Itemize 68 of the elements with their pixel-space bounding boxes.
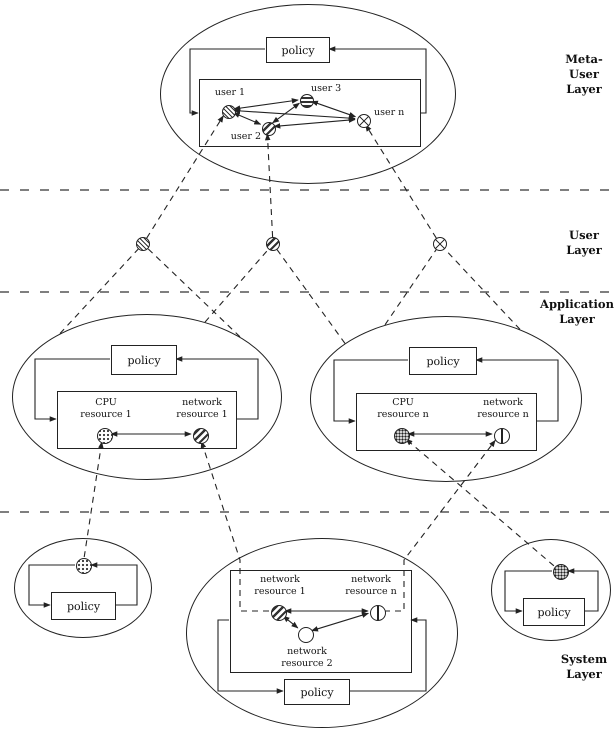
policy-box: policy — [523, 598, 585, 626]
component-panel — [199, 79, 421, 147]
dashed-arrow — [146, 115, 224, 238]
arrow — [90, 562, 138, 606]
arrow — [272, 102, 300, 124]
layer-label: System Layer — [560, 652, 608, 682]
circle-label: user 1 — [214, 87, 246, 99]
circle-label: user 2 — [230, 131, 261, 143]
policy-box: policy — [266, 37, 330, 63]
policy-box: policy — [111, 345, 177, 375]
circle-label: user n — [374, 107, 406, 119]
entity-circle — [136, 237, 150, 251]
arrow — [110, 431, 192, 437]
arrow — [407, 431, 493, 437]
dashed-arrow — [406, 438, 554, 566]
dashed-line — [276, 249, 346, 344]
entity-circle — [266, 237, 280, 251]
policy-box: policy — [284, 679, 350, 705]
container-ellipse — [491, 539, 611, 641]
container-ellipse — [186, 538, 458, 728]
arrow — [189, 48, 265, 116]
circle-label: CPU resource 1 — [79, 397, 133, 421]
circle-label: network resource 1 — [253, 574, 307, 598]
arrow — [217, 619, 284, 694]
entity-circle — [76, 558, 92, 574]
arrow — [175, 356, 259, 420]
arrow — [328, 46, 427, 114]
container-ellipse — [12, 314, 282, 480]
dashed-arrow — [384, 440, 496, 612]
component-panel — [57, 391, 237, 449]
arrow — [28, 564, 75, 608]
arrow — [232, 112, 262, 125]
circle-label: CPU resource n — [376, 397, 430, 421]
dashed-arrow — [264, 133, 274, 238]
arrow — [233, 98, 299, 111]
arrow — [567, 568, 599, 612]
entity-circle — [433, 237, 447, 251]
circle-label: network resource n — [344, 574, 398, 598]
circle-label: network resource 1 — [175, 397, 229, 421]
dashed-arrow — [84, 441, 104, 558]
dashed-line — [384, 249, 437, 326]
policy-box: policy — [51, 592, 116, 620]
component-panel — [356, 393, 537, 451]
policy-box: policy — [409, 347, 477, 375]
dashed-arrow — [365, 124, 437, 238]
entity-circle — [553, 564, 569, 580]
arrow — [475, 357, 559, 422]
circle-label: network resource 2 — [280, 646, 334, 670]
dashed-line — [60, 248, 139, 334]
circle-label: network resource n — [476, 397, 530, 421]
component-panel — [230, 570, 412, 673]
arrow — [333, 359, 408, 424]
arrow — [233, 108, 356, 121]
arrow — [34, 358, 110, 422]
arrow — [273, 117, 356, 129]
container-ellipse — [14, 538, 152, 638]
arrow — [349, 617, 427, 692]
layer-label: Meta-User Layer — [564, 52, 604, 97]
arrow — [311, 612, 369, 632]
layer-label: User Layer — [565, 228, 603, 258]
circle-label: user 3 — [311, 83, 342, 95]
arrow — [504, 570, 552, 614]
dashed-line — [204, 248, 269, 322]
dashed-line — [148, 248, 240, 338]
container-ellipse — [160, 4, 456, 184]
layer-label: Application Layer — [538, 297, 615, 327]
arrow — [284, 608, 369, 614]
arrow — [282, 616, 298, 628]
